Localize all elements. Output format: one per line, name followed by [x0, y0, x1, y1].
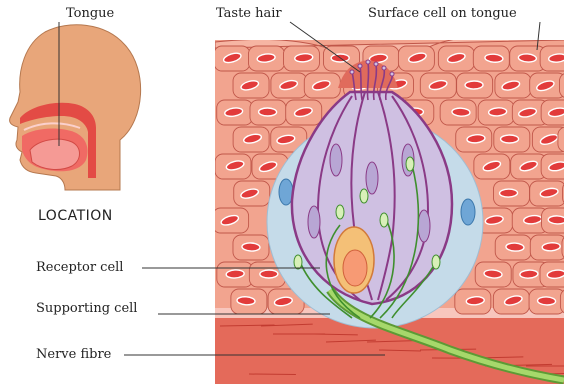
epithelial-cell: [558, 127, 564, 152]
bud-nucleus: [418, 210, 430, 242]
cell-nucleus: [499, 189, 517, 197]
taste-hair-tip: [374, 62, 378, 66]
cell-nucleus: [259, 108, 277, 116]
cell-nucleus: [242, 243, 260, 252]
location-label: LOCATION: [38, 208, 113, 224]
cell-nucleus: [465, 81, 483, 89]
taste-hair-label: Taste hair: [216, 6, 282, 21]
halo-cell-right: [461, 199, 475, 225]
tongue-label: Tongue: [66, 6, 114, 21]
nerve-ending: [432, 255, 440, 269]
taste-hair-tip: [366, 60, 370, 64]
receptor-cell-label: Receptor cell: [36, 260, 123, 275]
cell-nucleus: [452, 108, 470, 117]
cell-nucleus: [501, 135, 519, 143]
epithelial-cell: [559, 73, 564, 98]
nerve-ending: [336, 205, 344, 219]
nerve-ending: [360, 189, 368, 203]
cell-nucleus: [520, 270, 538, 279]
bud-nucleus: [366, 162, 378, 194]
tongue-shape: [30, 139, 80, 169]
cell-nucleus: [548, 216, 564, 225]
cell-nucleus: [537, 297, 555, 306]
surface-cell-label: Surface cell on tongue: [368, 6, 517, 21]
nerve-ending: [294, 255, 302, 269]
bud-nucleus: [308, 206, 320, 238]
tissue-section: [213, 34, 564, 384]
cell-nucleus: [226, 269, 244, 278]
nerve-fibre-label: Nerve fibre: [36, 347, 111, 362]
bud-nucleus: [330, 144, 342, 176]
muscle-fibre-line: [249, 374, 296, 375]
cell-nucleus: [260, 270, 278, 278]
taste-hair-tip: [358, 64, 362, 68]
nerve-ending: [406, 157, 414, 171]
supporting-cell-label: Supporting cell: [36, 301, 137, 316]
taste-hair-tip: [382, 66, 386, 70]
taste-hair-tip: [390, 72, 394, 76]
receptor-cell-nucleus: [343, 250, 367, 286]
taste-hair-tip: [350, 70, 354, 74]
nerve-ending: [380, 213, 388, 227]
head-illustration: [10, 25, 141, 190]
cell-nucleus: [506, 243, 524, 252]
